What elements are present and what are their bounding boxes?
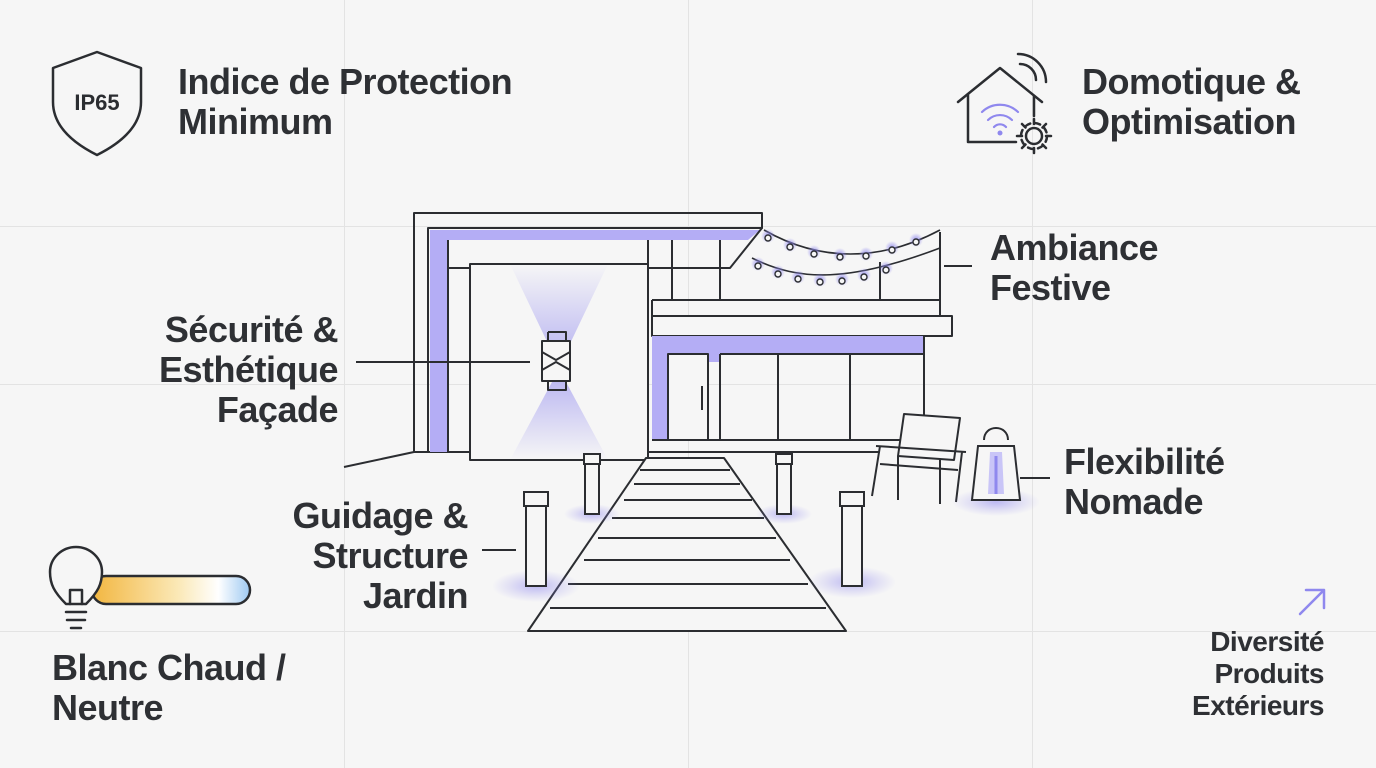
chair-drawing <box>871 413 967 504</box>
label-line: Sécurité & <box>164 309 339 350</box>
label-line: Structure <box>312 535 468 576</box>
garden-bollards <box>492 453 896 602</box>
nomad-label: Flexibilité Nomade <box>1064 442 1225 522</box>
label-line: Minimum <box>178 101 333 142</box>
garden-label: Guidage & Structure Jardin <box>292 496 468 616</box>
label-line: Indice de Protection <box>178 61 513 102</box>
ip-badge-text: IP65 <box>74 90 119 115</box>
smart-home-gear-icon <box>956 52 1053 155</box>
grid-line <box>0 226 1376 227</box>
arrow-up-right-icon <box>1298 588 1326 616</box>
label-line: Domotique & <box>1082 61 1301 102</box>
label-line: Festive <box>990 267 1111 308</box>
label-line: Diversité <box>1210 626 1324 657</box>
label-line: Guidage & <box>292 495 468 536</box>
facade-label: Sécurité & Esthétique Façade <box>158 309 339 430</box>
light-bulb-icon <box>48 545 252 630</box>
shield-icon: IP65 <box>51 50 143 157</box>
lantern-drawing <box>952 427 1040 516</box>
label-line: Nomade <box>1064 481 1204 522</box>
ip-protection-label: Indice de Protection Minimum <box>178 61 513 142</box>
color-temperature-label: Blanc Chaud / Neutre <box>52 648 286 728</box>
label-line: Produits <box>1214 658 1324 689</box>
label-line: Ambiance <box>990 227 1159 268</box>
label-line: Jardin <box>362 575 469 616</box>
house-drawing <box>343 212 1050 632</box>
label-line: Façade <box>216 389 339 430</box>
smart-home-label: Domotique & Optimisation <box>1082 61 1301 142</box>
label-line: Flexibilité <box>1064 441 1225 482</box>
label-line: Neutre <box>52 687 164 728</box>
festive-label: Ambiance Festive <box>990 227 1159 308</box>
label-line: Blanc Chaud / <box>52 647 286 688</box>
label-line: Esthétique <box>158 349 339 390</box>
label-line: Optimisation <box>1082 101 1297 142</box>
product-diversity-label: Diversité Produits Extérieurs <box>1192 626 1324 722</box>
label-line: Extérieurs <box>1192 690 1324 721</box>
festive-bulbs <box>751 229 923 287</box>
